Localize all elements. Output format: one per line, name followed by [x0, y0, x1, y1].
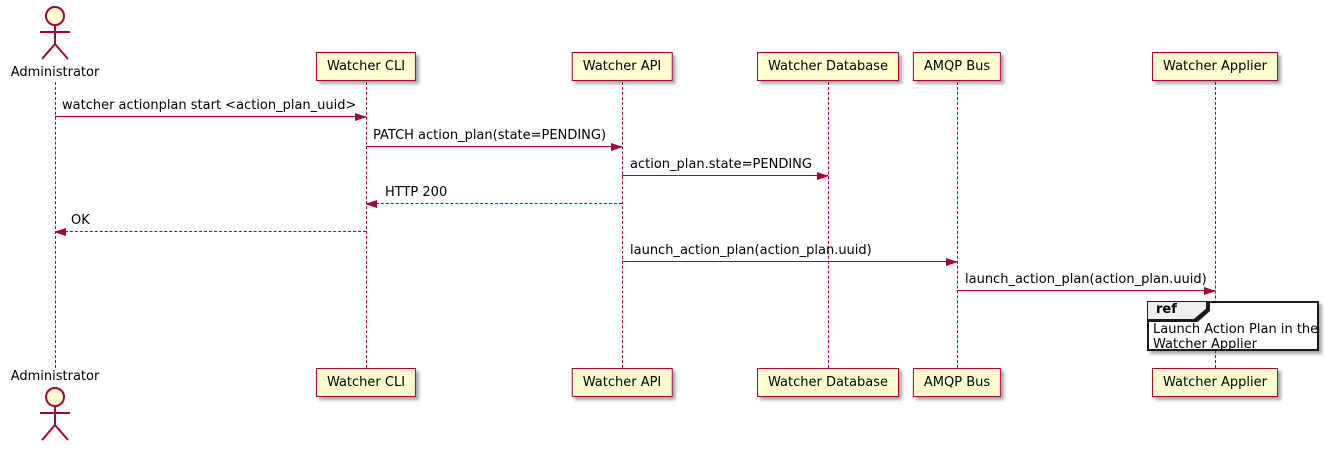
participant-watcher-api-top: Watcher API: [571, 52, 673, 81]
message-label: watcher actionplan start <action_plan_uu…: [62, 98, 357, 113]
ref-text-line-2: Watcher Applier: [1153, 337, 1257, 352]
message-label: HTTP 200: [385, 185, 448, 200]
arrowhead-left-icon: [54, 228, 66, 236]
message-launch-action-plan-amqp: launch_action_plan(action_plan.uuid): [622, 240, 958, 266]
message-ok: OK: [54, 210, 366, 236]
arrowhead-right-icon: [817, 172, 829, 180]
message-actionplan-start: watcher actionplan start <action_plan_uu…: [55, 95, 367, 121]
arrowhead-left-icon: [365, 200, 377, 208]
message-label: launch_action_plan(action_plan.uuid): [630, 243, 872, 258]
participant-watcher-cli-top: Watcher CLI: [315, 52, 417, 81]
participant-watcher-database-top: Watcher Database: [757, 52, 899, 81]
participant-amqp-bus-bottom: AMQP Bus: [912, 368, 1002, 397]
participant-watcher-database-bottom: Watcher Database: [757, 368, 899, 397]
arrowhead-right-icon: [1204, 287, 1216, 295]
ref-fragment: ref Launch Action Plan in the Watcher Ap…: [1147, 301, 1319, 352]
lifeline-watcher-api: [622, 82, 623, 368]
participant-watcher-cli-bottom: Watcher CLI: [315, 368, 417, 397]
message-patch-action-plan: PATCH action_plan(state=PENDING): [366, 125, 623, 151]
lifeline-watcher-database: [828, 82, 829, 368]
message-launch-action-plan-applier: launch_action_plan(action_plan.uuid): [957, 269, 1216, 295]
ref-text-line-1: Launch Action Plan in the: [1153, 322, 1319, 337]
message-http-200: HTTP 200: [365, 182, 622, 208]
actor-label-top: Administrator: [10, 65, 100, 80]
arrowhead-right-icon: [946, 258, 958, 266]
actor-figure-icon: [40, 6, 70, 60]
message-action-plan-state-pending: action_plan.state=PENDING: [622, 154, 829, 180]
message-label: action_plan.state=PENDING: [630, 157, 812, 172]
actor-figure-icon: [40, 387, 70, 441]
arrowhead-right-icon: [611, 143, 623, 151]
ref-keyword: ref: [1148, 302, 1206, 319]
ref-header-pentagon: ref: [1148, 302, 1210, 322]
lifeline-administrator: [55, 82, 56, 368]
arrowhead-right-icon: [355, 113, 367, 121]
participant-watcher-applier-top: Watcher Applier: [1152, 52, 1278, 81]
message-label: launch_action_plan(action_plan.uuid): [965, 272, 1207, 287]
participant-watcher-applier-bottom: Watcher Applier: [1152, 368, 1278, 397]
lifeline-amqp-bus: [957, 82, 958, 368]
actor-label-bottom: Administrator: [10, 369, 100, 384]
message-label: PATCH action_plan(state=PENDING): [373, 128, 607, 143]
participant-watcher-api-bottom: Watcher API: [571, 368, 673, 397]
lifeline-watcher-applier: [1215, 82, 1216, 368]
participant-amqp-bus-top: AMQP Bus: [912, 52, 1002, 81]
lifeline-watcher-cli: [366, 82, 367, 368]
message-label: OK: [71, 213, 90, 228]
